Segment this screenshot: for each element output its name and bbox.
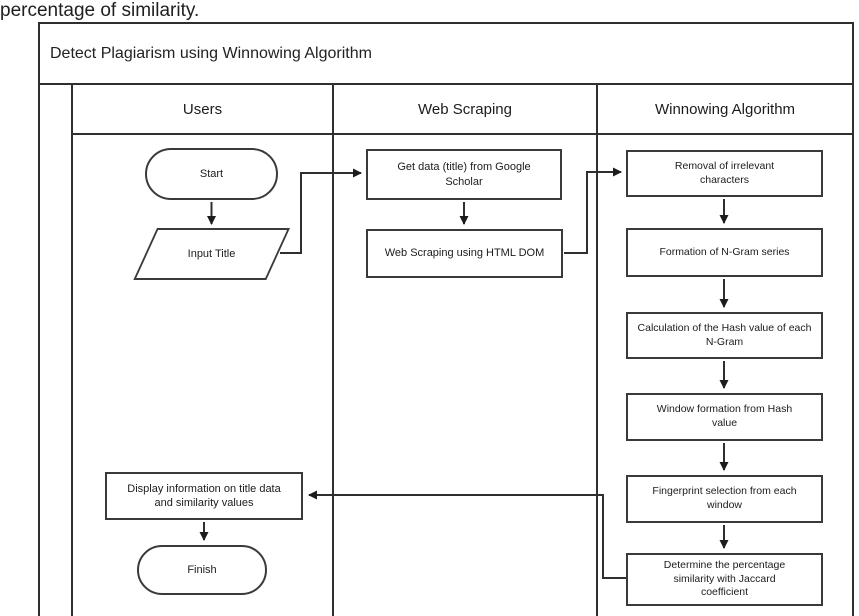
frame-right-border xyxy=(852,84,854,616)
node-ngram-label: Formation of N-Gram series xyxy=(659,245,790,258)
connector-jaccard-to-display-info xyxy=(308,490,626,579)
lane-divider-webscraping-winnowing xyxy=(596,84,598,616)
connector-input-title-to-get-data xyxy=(280,168,362,254)
node-display-info-process: Display information on title data and si… xyxy=(105,472,303,520)
node-hash-label: Calculation of the Hash value of each N-… xyxy=(637,321,812,348)
lane-header-users-label: Users xyxy=(182,100,223,118)
node-fingerprint-label: Fingerprint selection from each window xyxy=(652,485,797,511)
node-jaccard-label: Determine the percentage similarity with… xyxy=(663,559,786,599)
node-fingerprint-process: Fingerprint selection from each window xyxy=(626,475,823,523)
node-ngram-process: Formation of N-Gram series xyxy=(626,228,823,277)
lane-header-winnowing-algorithm-label: Winnowing Algorithm xyxy=(654,100,796,118)
node-removal-label: Removal of irrelevant characters xyxy=(674,159,775,186)
connector-html-dom-to-removal xyxy=(564,167,622,254)
frame-left-border xyxy=(38,84,40,616)
node-start-terminator: Start xyxy=(145,148,278,200)
left-strip-divider xyxy=(71,84,73,616)
node-input-title-label: Input Title xyxy=(187,248,236,260)
lane-header-web-scraping-label: Web Scraping xyxy=(418,100,512,118)
node-display-info-label: Display information on title data and si… xyxy=(127,482,281,509)
lane-header-users: Users xyxy=(73,85,332,133)
node-jaccard-process: Determine the percentage similarity with… xyxy=(626,553,823,606)
node-finish-label: Finish xyxy=(187,563,217,576)
node-get-data-label: Get data (title) from Google Scholar xyxy=(397,161,531,188)
page-fragment-text: percentage of similarity. xyxy=(0,0,200,21)
lane-divider-users-webscraping xyxy=(332,84,334,616)
node-start-label: Start xyxy=(199,167,224,180)
node-hash-process: Calculation of the Hash value of each N-… xyxy=(626,312,823,359)
node-html-dom-label: Web Scraping using HTML DOM xyxy=(384,247,545,260)
lane-header-bottom-line xyxy=(71,133,854,135)
flowchart-title: Detect Plagiarism using Winnowing Algori… xyxy=(50,44,372,62)
node-finish-terminator: Finish xyxy=(137,545,267,595)
lane-header-winnowing-algorithm: Winnowing Algorithm xyxy=(598,85,852,133)
node-html-dom-process: Web Scraping using HTML DOM xyxy=(366,229,563,278)
node-get-data-process: Get data (title) from Google Scholar xyxy=(366,149,562,200)
node-removal-process: Removal of irrelevant characters xyxy=(626,150,823,197)
lane-header-web-scraping: Web Scraping xyxy=(334,85,596,133)
node-window-formation-label: Window formation from Hash value xyxy=(656,403,793,429)
node-window-formation-process: Window formation from Hash value xyxy=(626,393,823,441)
node-input-title-label-wrap: Input Title xyxy=(133,228,290,280)
flowchart-title-box: Detect Plagiarism using Winnowing Algori… xyxy=(38,22,854,85)
